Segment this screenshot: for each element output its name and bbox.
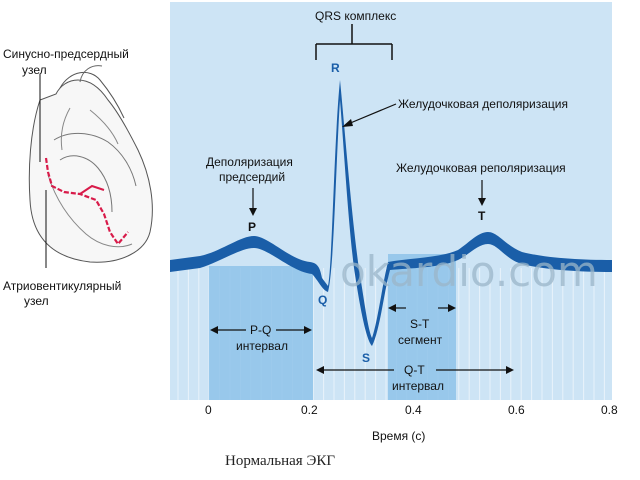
atrial-depolarization-arrow [249, 188, 257, 216]
x-axis: 0 0.2 0.4 0.6 0.8 Время (с) [205, 403, 618, 443]
tick-label-4: 0.8 [601, 403, 618, 417]
atrial-depolarization-label-line2: предсердий [219, 170, 285, 184]
ventricular-depolarization-label: Желудочковая деполяризация [398, 97, 568, 111]
st-segment-label-line2: сегмент [398, 333, 443, 347]
tick-label-0: 0 [205, 403, 212, 417]
st-segment-label-line1: S-T [410, 317, 430, 331]
watermark: okardio.com [340, 247, 598, 296]
st-segment-marker: S-T сегмент [388, 304, 456, 347]
conduction-pathway [44, 157, 129, 246]
qt-interval-label-line1: Q-T [404, 363, 425, 377]
wave-label-s: S [362, 351, 370, 365]
qt-interval-label-line2: интервал [392, 379, 444, 393]
pq-interval-band [209, 266, 313, 400]
ventricular-depolarization-arrow [342, 103, 397, 127]
tick-label-2: 0.4 [405, 403, 422, 417]
tick-label-3: 0.6 [508, 403, 525, 417]
qt-interval-marker: Q-T интервал [316, 363, 514, 393]
wave-label-p: P [248, 220, 256, 234]
pq-interval-label-line1: P-Q [250, 323, 271, 337]
tick-label-1: 0.2 [301, 403, 318, 417]
ecg-panel: 0 0.2 0.4 0.6 0.8 Время (с) okardio.com … [170, 2, 618, 443]
st-segment-band [388, 254, 456, 400]
sa-node-label-line2: узел [22, 63, 47, 77]
pq-interval-label-line2: интервал [236, 339, 288, 353]
atrial-depolarization-label-line1: Деполяризация [206, 155, 293, 169]
ventricular-repolarization-arrow [478, 180, 486, 206]
ventricular-repolarization-label: Желудочковая реполяризация [396, 161, 566, 175]
wave-label-r: R [331, 61, 340, 75]
x-axis-label: Время (с) [372, 429, 425, 443]
figure-caption: Нормальная ЭКГ [225, 453, 335, 469]
heart-outline [28, 79, 153, 263]
av-node-label-line2: узел [24, 294, 49, 308]
heart-illustration: Синусно-предсердный узел Атриовентикуляр… [3, 47, 153, 308]
wave-label-q: Q [318, 293, 327, 307]
qrs-complex-label: QRS комплекс [315, 9, 396, 23]
qrs-bracket: QRS комплекс [315, 9, 396, 60]
av-node-label-line1: Атриовентикулярный [3, 279, 121, 293]
wave-label-t: T [478, 209, 486, 223]
sa-node-label-line1: Синусно-предсердный [3, 47, 129, 61]
pq-interval-marker: P-Q интервал [210, 323, 312, 353]
